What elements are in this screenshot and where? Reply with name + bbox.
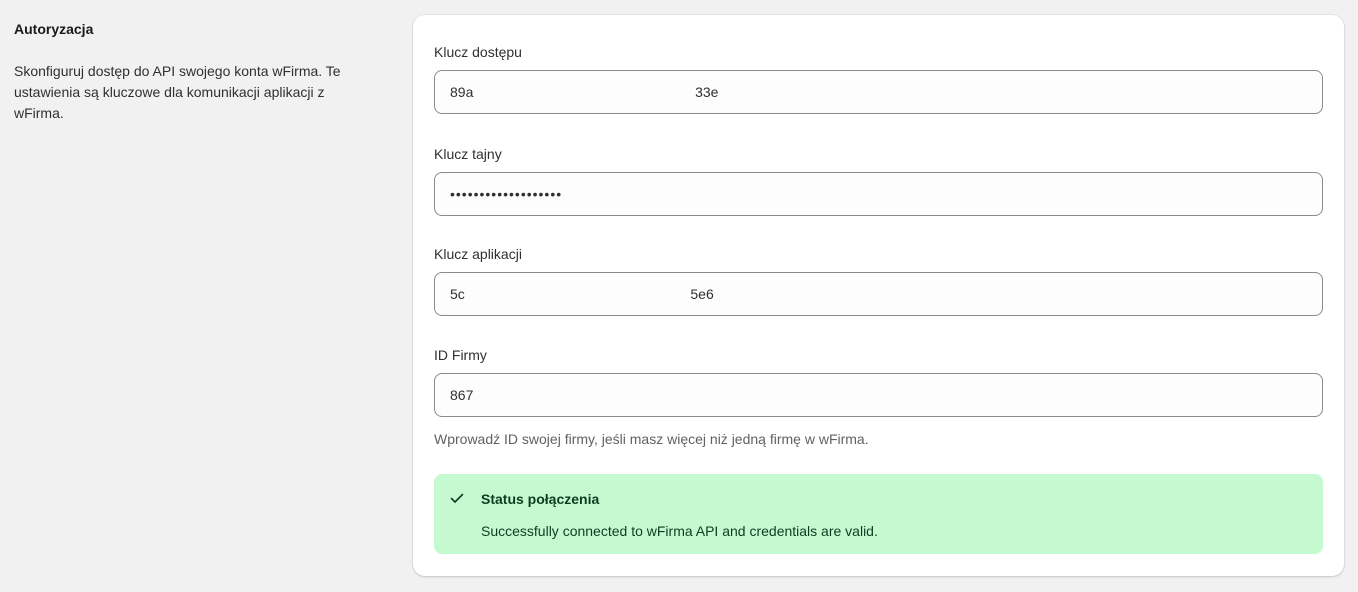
- section-description: Skonfiguruj dostęp do API swojego konta …: [14, 63, 341, 121]
- authorization-card: Klucz dostępu 89a 33e Klucz tajny ••••••…: [413, 15, 1344, 576]
- access-key-label: Klucz dostępu: [434, 44, 522, 60]
- company-id-help-text: Wprowadź ID swojej firmy, jeśli masz wię…: [434, 431, 869, 447]
- secret-key-input[interactable]: •••••••••••••••••••: [434, 172, 1323, 216]
- section-info: Autoryzacja Skonfiguruj dostęp do API sw…: [14, 14, 374, 124]
- company-id-label: ID Firmy: [434, 347, 487, 363]
- status-message: Successfully connected to wFirma API and…: [481, 523, 878, 539]
- checkmark-icon: [450, 493, 464, 503]
- access-key-input[interactable]: 89a 33e: [434, 70, 1323, 114]
- app-key-input[interactable]: 5c 5e6: [434, 272, 1323, 316]
- section-title: Autoryzacja: [14, 21, 94, 37]
- secret-key-label: Klucz tajny: [434, 146, 502, 162]
- connection-status-banner: Status połączenia Successfully connected…: [434, 474, 1323, 554]
- company-id-input[interactable]: 867: [434, 373, 1323, 417]
- status-title: Status połączenia: [481, 491, 600, 507]
- app-key-label: Klucz aplikacji: [434, 246, 522, 262]
